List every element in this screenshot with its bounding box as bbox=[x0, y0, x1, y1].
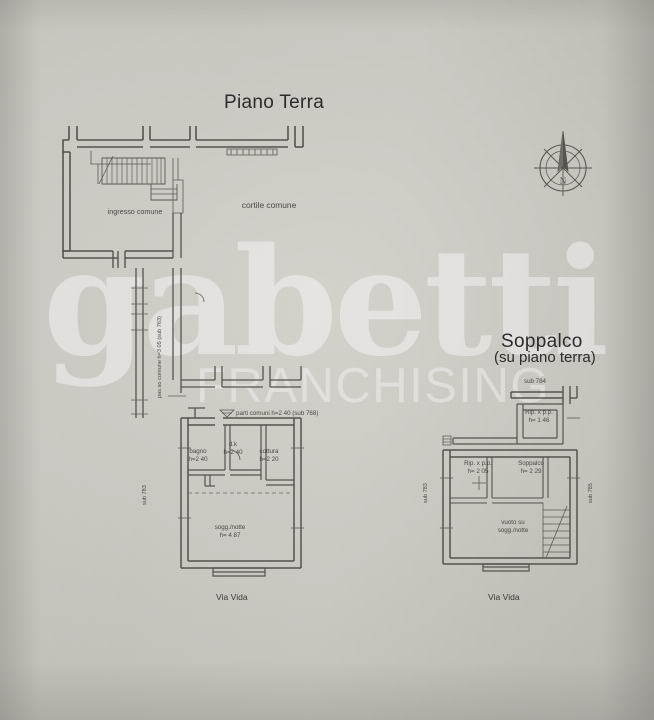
room-height-soppalco: h= 2 29 bbox=[520, 468, 542, 475]
plan-right-title: Soppalco bbox=[501, 331, 583, 352]
room-label-rip-pp-upper: Rip. x p.p. bbox=[525, 409, 553, 416]
room-label-soppalco: Soppalco bbox=[518, 460, 544, 467]
compass-rose-north-icon: N bbox=[528, 126, 598, 198]
annotation-passo-comune: pas.so comune h=3 05 (sub 763) bbox=[157, 316, 163, 398]
plan-right-drawing bbox=[425, 378, 595, 578]
room-height-bagno: h=2 40 bbox=[188, 456, 208, 463]
plan-right-sub-784: sub 784 bbox=[523, 378, 547, 385]
room-height-rip-pp-upper: h= 1 46 bbox=[528, 417, 550, 424]
plan-right-sub-785: sub 785 bbox=[588, 483, 594, 503]
room-label-cottura: cottura bbox=[259, 448, 279, 455]
room-label-cortile-comune: cortile comune bbox=[241, 200, 297, 210]
room-label-ingresso-comune: ingresso comune bbox=[107, 207, 163, 216]
level-marker-icon bbox=[219, 409, 235, 419]
room-label-bagno: bagno bbox=[189, 448, 207, 455]
room-label-dk: d.k bbox=[228, 441, 238, 448]
street-label-left: Via Vida bbox=[216, 592, 248, 602]
plan-left-title: Piano Terra bbox=[224, 92, 325, 113]
room-label-vuoto-su: vuoto su bbox=[501, 519, 525, 526]
room-height-rip-pp-lower: h= 2 05 bbox=[467, 468, 489, 475]
room-label-rip-pp-lower: Rip. x p.p. bbox=[464, 460, 492, 467]
room-height-cottura: h=2 20 bbox=[259, 456, 279, 463]
plan-left-sub-label: sub 783 bbox=[142, 485, 148, 505]
room-label-sogg-notte: sogg./notte bbox=[214, 524, 246, 531]
plan-left-drawing bbox=[55, 118, 330, 588]
room-label-vuoto-su-target: sogg./notte bbox=[497, 527, 529, 534]
street-label-right: Via Vida bbox=[488, 592, 520, 602]
room-height-sogg-notte: h= 4 87 bbox=[219, 532, 241, 539]
compass-north-letter: N bbox=[560, 176, 567, 186]
room-height-dk: h=2 40 bbox=[223, 449, 243, 456]
plan-right-subtitle: (su piano terra) bbox=[494, 349, 596, 366]
annotation-parti-comuni: parti comuni h=2 40 (sub 768) bbox=[236, 410, 319, 417]
plan-right-sub-783: sub 783 bbox=[423, 483, 429, 503]
